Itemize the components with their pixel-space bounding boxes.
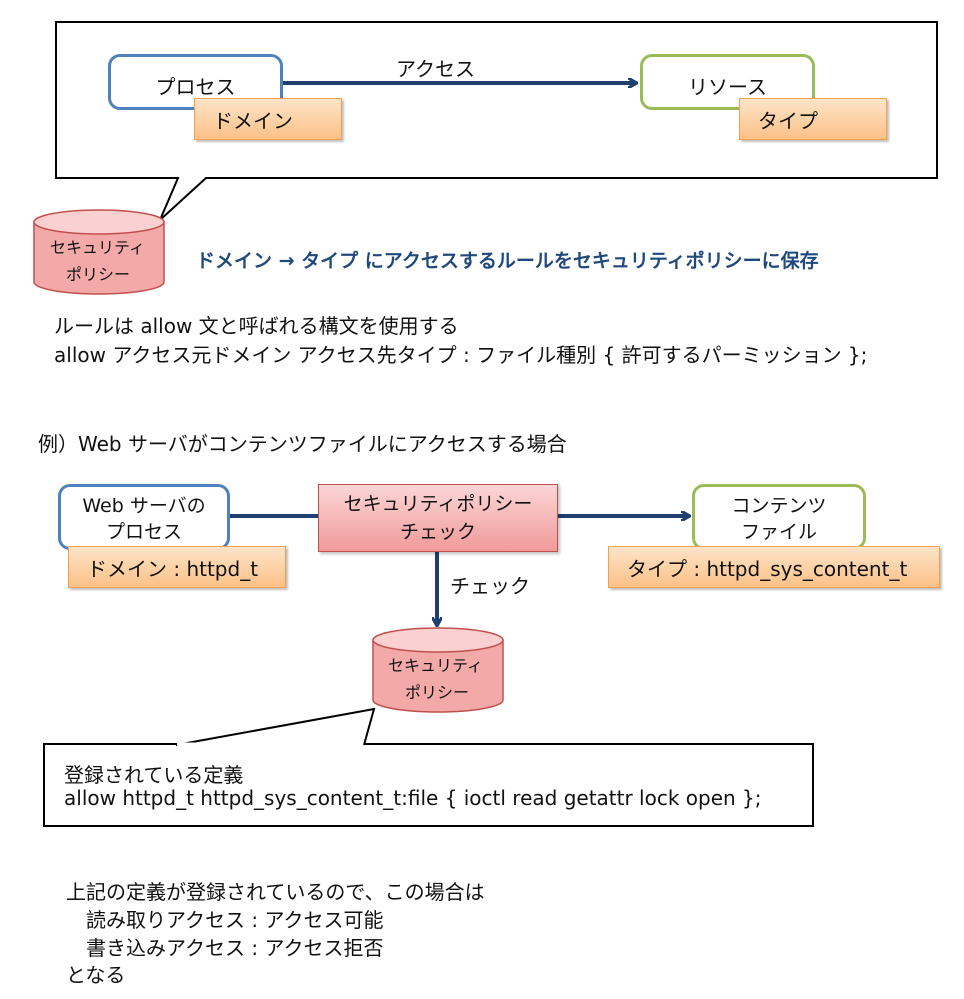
- conclusion-line3: 書き込みアクセス : アクセス拒否: [86, 936, 384, 960]
- type-note: タイプ: [739, 98, 887, 140]
- policy-bottom-line1: セキュリティ: [388, 656, 484, 675]
- policy-check-box: セキュリティポリシー チェック: [318, 484, 558, 552]
- content-type-note: タイプ : httpd_sys_content_t: [608, 546, 940, 588]
- content-file-box: コンテンツ ファイル: [692, 484, 866, 550]
- web-process-line1: Web サーバの: [82, 495, 206, 517]
- domain-label: ドメイン: [213, 108, 293, 133]
- content-file-line2: ファイル: [740, 521, 817, 543]
- conclusion-line1: 上記の定義が登録されているので、この場合は: [66, 880, 485, 904]
- web-domain-label: ドメイン : httpd_t: [87, 556, 259, 581]
- rule-line1: ルールは allow 文と呼ばれる構文を使用する: [54, 314, 459, 338]
- type-label: タイプ: [758, 108, 818, 133]
- content-file-line1: コンテンツ: [731, 495, 827, 517]
- policy-bottom-line2: ポリシー: [405, 683, 470, 702]
- web-domain-note: ドメイン : httpd_t: [68, 546, 286, 588]
- defined-callout-outline: [43, 743, 814, 827]
- content-type-label: タイプ : httpd_sys_content_t: [627, 556, 908, 581]
- policy-top-line2: ポリシー: [66, 265, 131, 284]
- rule-line2: allow アクセス元ドメイン アクセス先タイプ : ファイル種別 { 許可する…: [54, 343, 868, 367]
- resource-label: リソース: [688, 75, 767, 99]
- example-heading: 例）Web サーバがコンテンツファイルにアクセスする場合: [38, 432, 567, 456]
- web-process-line2: プロセス: [105, 521, 182, 543]
- conclusion-line2: 読み取りアクセス : アクセス可能: [86, 908, 384, 932]
- summary-text: ドメイン → タイプ にアクセスするルールをセキュリティポリシーに保存: [196, 250, 819, 272]
- domain-note: ドメイン: [194, 98, 342, 140]
- conclusion-line4: となる: [66, 963, 126, 987]
- process-label: プロセス: [155, 75, 236, 99]
- defined-title: 登録されている定義: [64, 763, 244, 787]
- web-process-box: Web サーバの プロセス: [58, 484, 230, 550]
- policy-check-line2: チェック: [399, 521, 476, 543]
- defined-callout-pointer: [175, 707, 376, 746]
- check-label: チェック: [450, 574, 530, 598]
- policy-cylinder-bottom: [372, 627, 504, 713]
- policy-top-line1: セキュリティ: [50, 238, 146, 257]
- policy-check-line1: セキュリティポリシー: [343, 493, 533, 515]
- policy-cylinder-top: [33, 209, 165, 295]
- defined-rule: allow httpd_t httpd_sys_content_t:file {…: [64, 786, 762, 810]
- resource-box: リソース: [640, 54, 815, 110]
- access-label: アクセス: [396, 57, 475, 81]
